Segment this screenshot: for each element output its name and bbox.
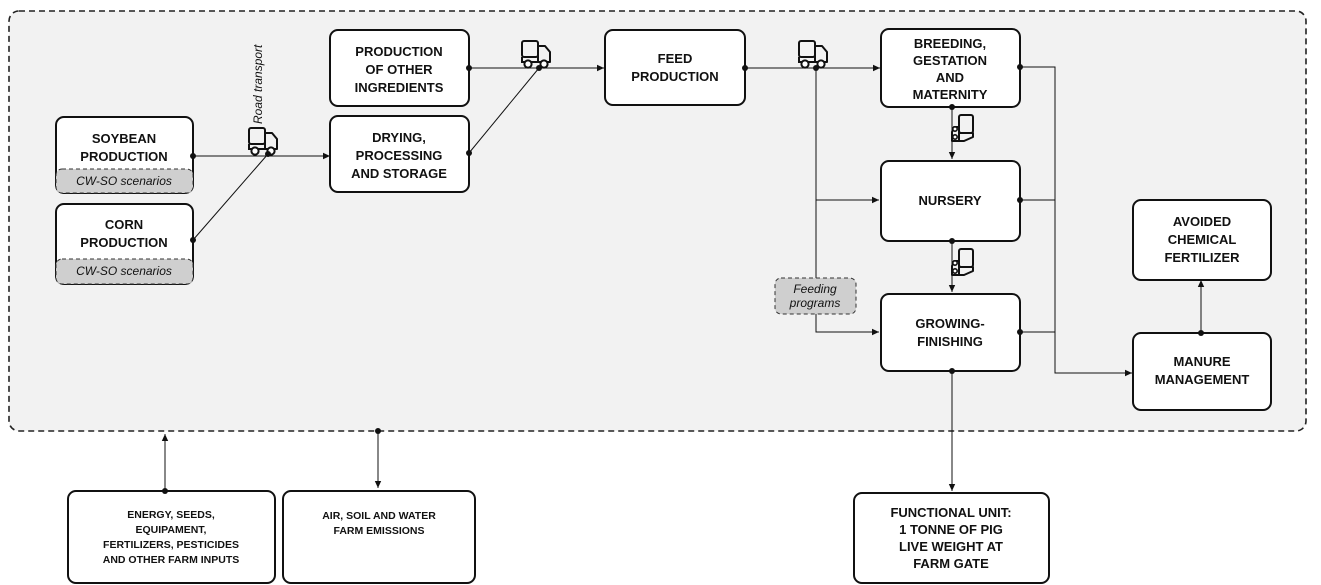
nursery-box: NURSERY	[880, 160, 1021, 242]
soybean-label-2: PRODUCTION	[80, 149, 167, 164]
feed-box: FEED PRODUCTION	[604, 29, 746, 106]
nursery-label: NURSERY	[918, 193, 981, 208]
manure-label-1: MANURE	[1173, 354, 1230, 369]
avoided-box: AVOIDED CHEMICAL FERTILIZER	[1132, 199, 1272, 281]
emissions-box: AIR, SOIL AND WATER FARM EMISSIONS	[282, 490, 476, 584]
drying-label-3: AND STORAGE	[351, 166, 447, 181]
feeding-label-1: Feeding	[793, 282, 837, 296]
avoided-label-2: CHEMICAL	[1168, 232, 1237, 247]
manure-label-2: MANAGEMENT	[1155, 372, 1250, 387]
breeding-label-2: GESTATION	[913, 53, 987, 68]
breeding-label-3: AND	[936, 70, 964, 85]
inputs-label-3: FERTILIZERS, PESTICIDES	[103, 539, 239, 551]
junction-dots	[162, 64, 1204, 494]
avoided-label-3: FERTILIZER	[1164, 250, 1240, 265]
fu-label-4: FARM GATE	[913, 556, 989, 571]
soybean-box: SOYBEAN PRODUCTION CW-SO scenarios	[55, 116, 194, 194]
soybean-scenario: CW-SO scenarios	[76, 174, 172, 188]
breeding-label-1: BREEDING,	[914, 36, 986, 51]
drying-label-1: DRYING,	[372, 130, 426, 145]
feeding-label-2: programs	[789, 296, 841, 310]
growing-label-1: GROWING-	[915, 316, 984, 331]
feed-label-2: PRODUCTION	[631, 69, 718, 84]
fu-label-1: FUNCTIONAL UNIT:	[890, 505, 1011, 520]
manure-box: MANURE MANAGEMENT	[1132, 332, 1272, 411]
emissions-label-2: FARM EMISSIONS	[333, 525, 424, 537]
other-label-3: INGREDIENTS	[355, 80, 444, 95]
feed-label-1: FEED	[658, 51, 693, 66]
growing-box: GROWING- FINISHING	[880, 293, 1021, 372]
other-ingredients-box: PRODUCTION OF OTHER INGREDIENTS	[329, 29, 470, 107]
drying-box: DRYING, PROCESSING AND STORAGE	[329, 115, 470, 193]
inputs-box: ENERGY, SEEDS, EQUIPAMENT, FERTILIZERS, PE…	[67, 490, 276, 584]
emissions-label-1: AIR, SOIL AND WATER	[322, 510, 436, 522]
breeding-box: BREEDING, GESTATION AND MATERNITY	[880, 28, 1021, 108]
fu-label-3: LIVE WEIGHT AT	[899, 539, 1003, 554]
svg-text:FUNCTIONAL UNIT:1 TONNE OF PIG: FUNCTIONAL UNIT: 1 TONNE OF PIG LIVE WEIGH…	[890, 505, 1011, 571]
growing-label-2: FINISHING	[917, 334, 983, 349]
svg-text:ENERGY, SEEDS,EQUIPAMENT,FERT: ENERGY, SEEDS, EQUIPAMENT, FERTILIZERS, PE…	[103, 509, 240, 566]
soybean-label-1: SOYBEAN	[92, 131, 156, 146]
road-transport-label: Road transport	[251, 44, 265, 124]
corn-scenario: CW-SO scenarios	[76, 264, 172, 278]
corn-label-1: CORN	[105, 217, 143, 232]
functional-unit-box: FUNCTIONAL UNIT: 1 TONNE OF PIG LIVE WEIGH…	[853, 492, 1050, 584]
avoided-label-1: AVOIDED	[1173, 214, 1231, 229]
other-label-1: PRODUCTION	[355, 44, 442, 59]
inputs-label-1: ENERGY, SEEDS,	[127, 509, 215, 521]
drying-label-2: PROCESSING	[356, 148, 443, 163]
fu-label-2: 1 TONNE OF PIG	[899, 522, 1003, 537]
corn-label-2: PRODUCTION	[80, 235, 167, 250]
corn-box: CORN PRODUCTION CW-SO scenarios	[55, 203, 194, 285]
inputs-label-4: AND OTHER FARM INPUTS	[103, 554, 240, 566]
inputs-label-2: EQUIPAMENT,	[136, 524, 207, 536]
connectors	[161, 64, 1205, 491]
svg-text:GROWING-FINISHING: GROWING- FINISHING	[915, 316, 984, 349]
breeding-label-4: MATERNITY	[913, 87, 988, 102]
other-label-2: OF OTHER	[365, 62, 433, 77]
